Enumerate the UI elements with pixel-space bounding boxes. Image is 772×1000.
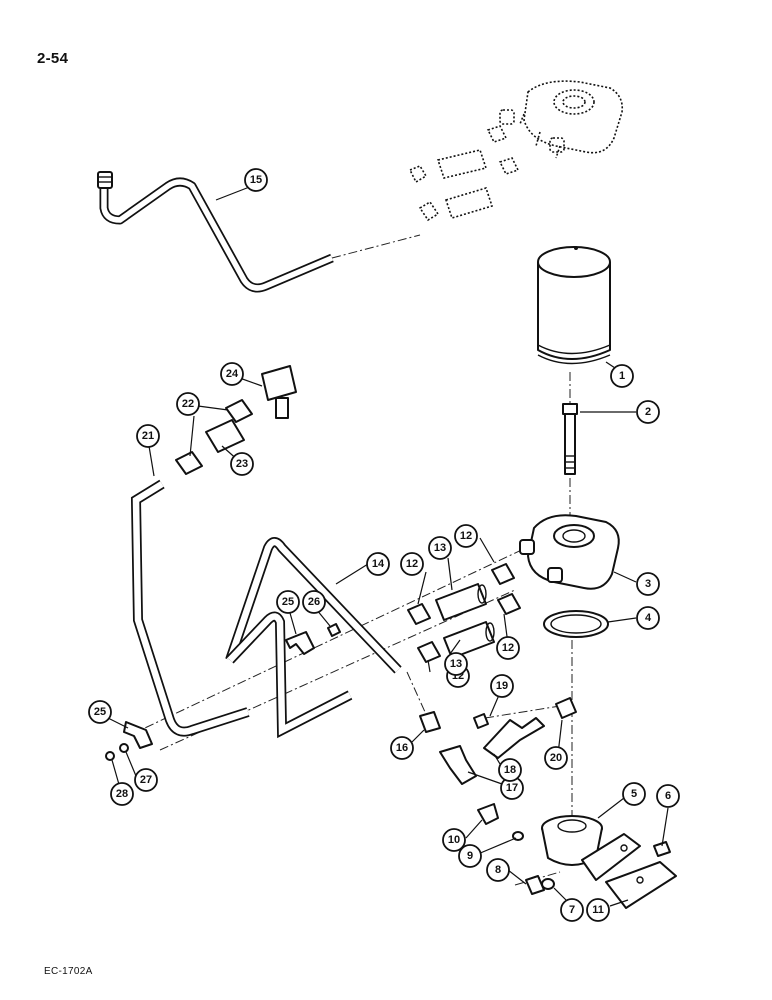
callout-label-15: 15 <box>250 174 262 186</box>
fittings-16-20 <box>419 697 577 785</box>
callout-10: 10 <box>442 828 466 852</box>
callout-label-5: 5 <box>631 788 637 800</box>
callout-label-26: 26 <box>308 596 320 608</box>
leader-lines <box>103 185 669 907</box>
oil-filter <box>537 246 611 365</box>
callout-label-24: 24 <box>226 368 239 380</box>
callout-4: 4 <box>636 606 660 630</box>
small-parts <box>477 803 671 895</box>
callout-20: 20 <box>544 746 568 770</box>
callout-7: 7 <box>560 898 584 922</box>
callout-12b: 12 <box>400 552 424 576</box>
callout-label-21: 21 <box>142 430 154 442</box>
callout-label-12c: 12 <box>502 642 514 654</box>
callout-11: 11 <box>586 898 610 922</box>
callout-label-13a: 13 <box>434 542 446 554</box>
callout-18: 18 <box>498 758 522 782</box>
callout-25a: 25 <box>276 590 300 614</box>
callout-26: 26 <box>302 590 326 614</box>
callouts: 1 2 3 4 5 6 7 8 9 10 11 12 12 12 12 13 1… <box>88 168 680 922</box>
callout-label-1: 1 <box>619 370 625 382</box>
page-number: 2-54 <box>37 50 69 67</box>
callout-label-14: 14 <box>372 558 385 570</box>
tube-21 <box>130 479 250 737</box>
callout-23: 23 <box>230 452 254 476</box>
clip-25-lower <box>105 721 153 761</box>
callout-label-28: 28 <box>116 788 128 800</box>
o-ring <box>543 610 609 638</box>
cooler-top-dotted <box>499 80 624 159</box>
callout-label-2: 2 <box>645 406 651 418</box>
fittings-22-24 <box>175 365 297 475</box>
callout-15: 15 <box>244 168 268 192</box>
callout-label-25b: 25 <box>94 706 106 718</box>
tube-15 <box>97 171 334 293</box>
callout-22: 22 <box>176 392 200 416</box>
callout-13a: 13 <box>428 536 452 560</box>
callout-label-18: 18 <box>504 764 516 776</box>
callout-13b: 13 <box>444 652 468 676</box>
callout-label-11: 11 <box>592 904 604 916</box>
callout-27: 27 <box>134 768 158 792</box>
callout-label-20: 20 <box>550 752 562 764</box>
callout-6: 6 <box>656 784 680 808</box>
callout-label-6: 6 <box>665 790 671 802</box>
callout-1: 1 <box>610 364 634 388</box>
callout-label-23: 23 <box>236 458 248 470</box>
figure-code: EC-1702A <box>44 966 93 977</box>
callout-2: 2 <box>636 400 660 424</box>
callout-14: 14 <box>366 552 390 576</box>
callout-8: 8 <box>486 858 510 882</box>
callout-label-17: 17 <box>506 782 518 794</box>
callout-12c: 12 <box>496 636 520 660</box>
callout-label-8: 8 <box>495 864 501 876</box>
hose-clamps <box>407 563 521 663</box>
callout-label-9: 9 <box>467 850 473 862</box>
callout-label-12b: 12 <box>406 558 418 570</box>
callout-label-27: 27 <box>140 774 152 786</box>
oil-cooler <box>519 514 620 590</box>
callout-label-22: 22 <box>182 398 194 410</box>
callout-21: 21 <box>136 424 160 448</box>
callout-label-25a: 25 <box>282 596 294 608</box>
callout-label-19: 19 <box>496 680 508 692</box>
callout-24: 24 <box>220 362 244 386</box>
callout-25b: 25 <box>88 700 112 724</box>
callout-label-13b: 13 <box>450 658 462 670</box>
callout-label-12a: 12 <box>460 530 472 542</box>
filter-head <box>541 815 677 909</box>
callout-9: 9 <box>458 844 482 868</box>
callout-28: 28 <box>110 782 134 806</box>
callout-5: 5 <box>622 782 646 806</box>
tube-14 <box>225 537 402 739</box>
callout-label-4: 4 <box>645 612 652 624</box>
callout-3: 3 <box>636 572 660 596</box>
callout-label-3: 3 <box>645 578 651 590</box>
stud-2 <box>562 403 578 475</box>
clip-25-upper <box>285 623 341 655</box>
callout-label-7: 7 <box>569 904 575 916</box>
top-clamps-hoses <box>408 125 520 222</box>
callout-label-16: 16 <box>396 742 408 754</box>
callout-19: 19 <box>490 674 514 698</box>
callout-16: 16 <box>390 736 414 760</box>
callout-label-10: 10 <box>448 834 460 846</box>
callout-12a: 12 <box>454 524 478 548</box>
